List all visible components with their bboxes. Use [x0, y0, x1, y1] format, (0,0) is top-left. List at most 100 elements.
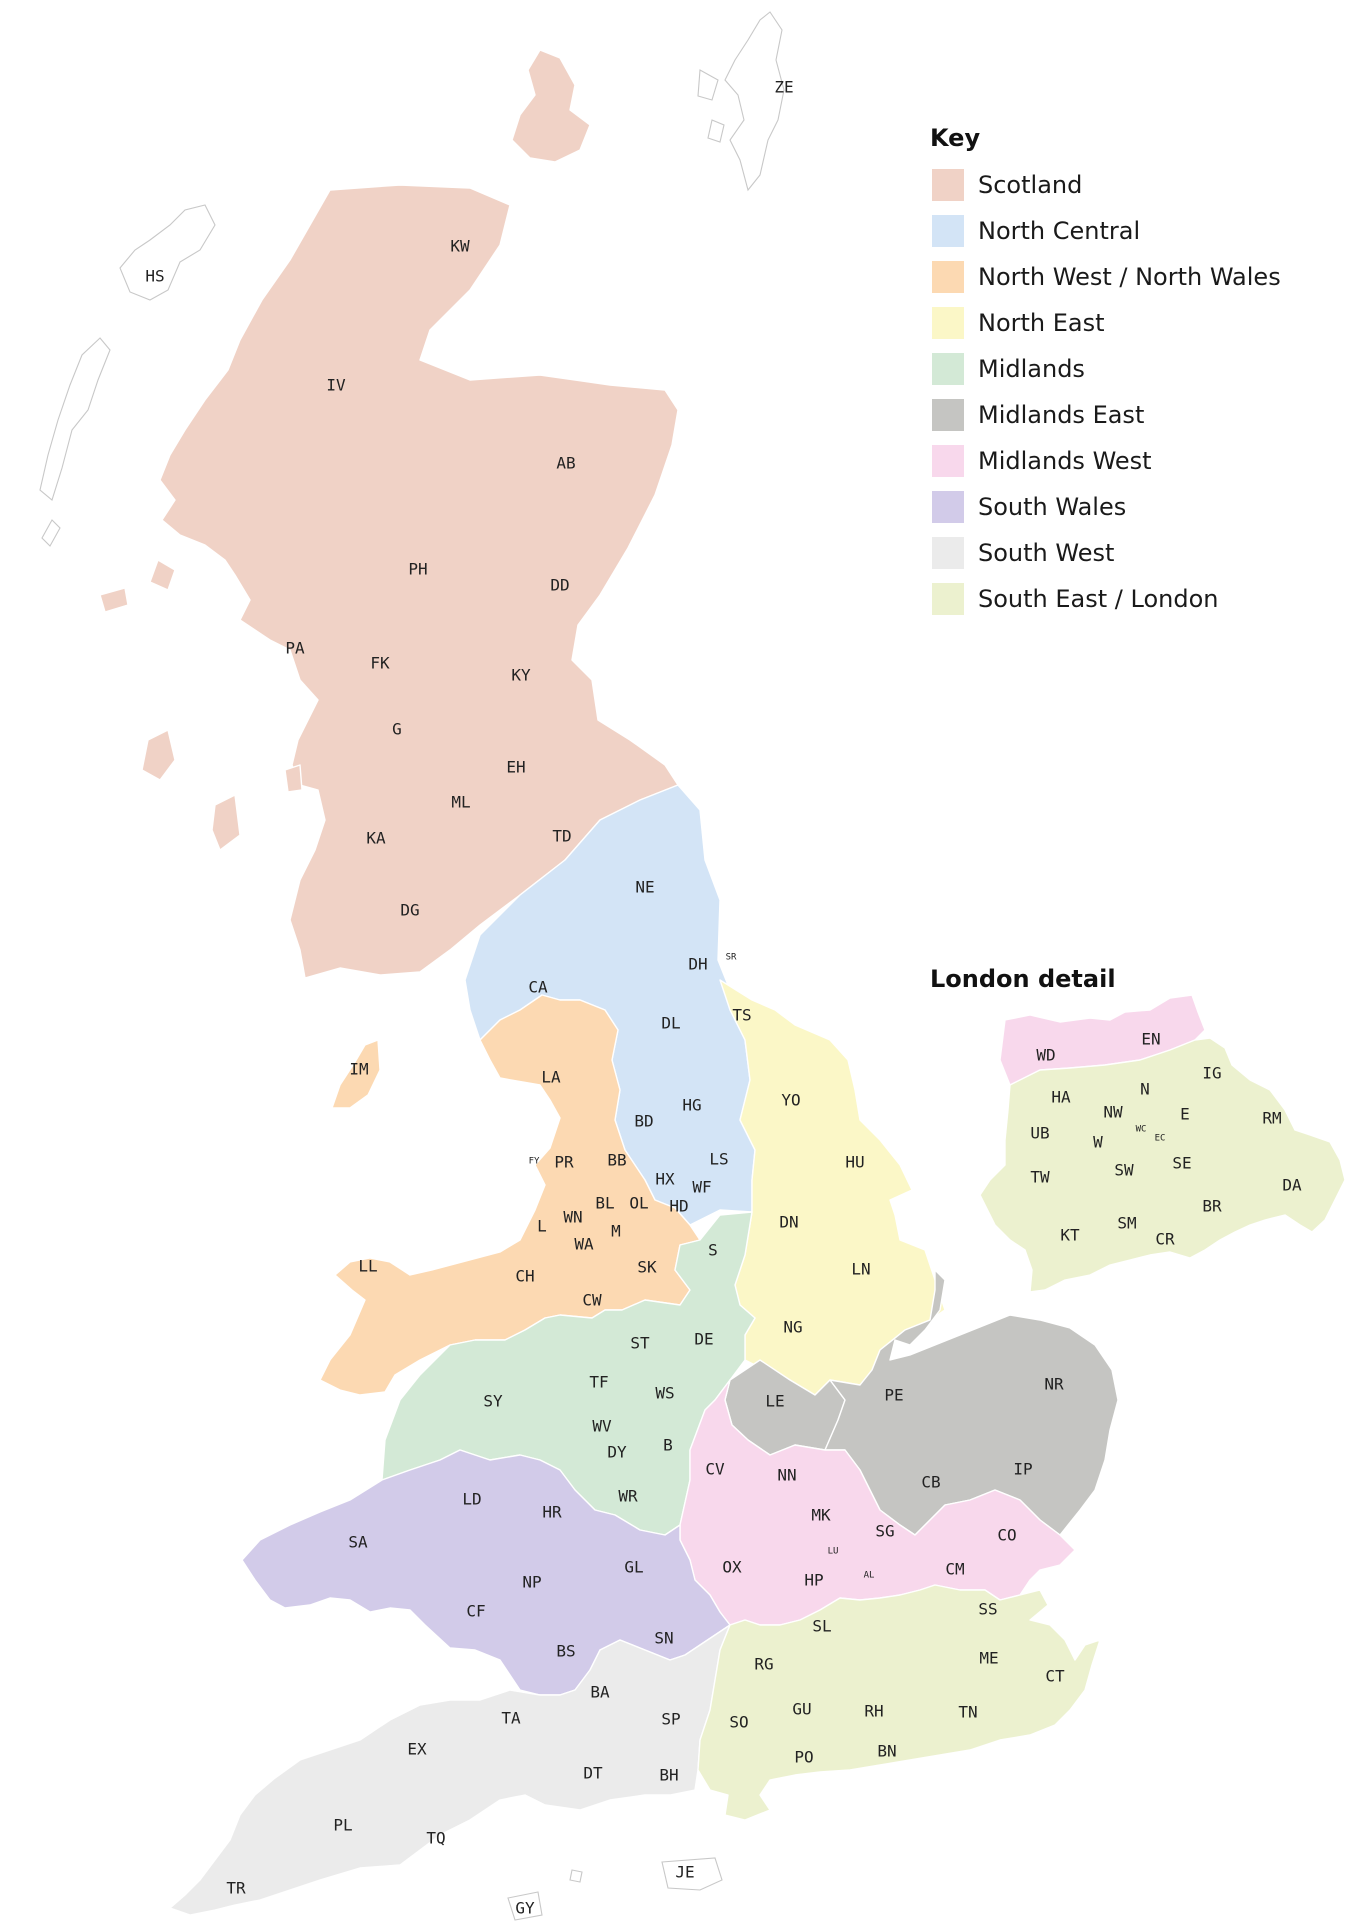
postcode-label-yo: YO — [781, 1091, 800, 1110]
postcode-label-se: SE — [1172, 1154, 1191, 1173]
postcode-label-br: BR — [1202, 1197, 1222, 1216]
scotland-mainland — [159, 184, 679, 979]
postcode-label-ip: IP — [1013, 1460, 1032, 1479]
postcode-label-ct: CT — [1045, 1667, 1065, 1686]
postcode-label-im: IM — [349, 1060, 368, 1079]
postcode-label-sy: SY — [483, 1392, 503, 1411]
postcode-label-ec: EC — [1155, 1134, 1166, 1144]
postcode-label-hx: HX — [655, 1170, 675, 1189]
postcode-label-ex: EX — [407, 1740, 427, 1759]
postcode-label-hg: HG — [682, 1096, 701, 1115]
postcode-label-hu: HU — [845, 1153, 864, 1172]
postcode-label-iv: IV — [326, 376, 346, 395]
postcode-label-sp: SP — [661, 1710, 680, 1729]
london-detail-title: London detail — [930, 965, 1116, 993]
postcode-label-cm: CM — [945, 1560, 964, 1579]
postcode-label-kw: KW — [450, 237, 470, 256]
postcode-label-wv: WV — [592, 1417, 612, 1436]
region-midlands-east — [724, 1269, 1119, 1536]
postcode-label-hr: HR — [542, 1503, 562, 1522]
postcode-label-ab: AB — [556, 454, 575, 473]
postcode-label-gu: GU — [792, 1700, 811, 1719]
postcode-label-bs: BS — [556, 1642, 575, 1661]
postcode-label-pa: PA — [285, 639, 305, 658]
south-east-area — [697, 1584, 1101, 1821]
postcode-label-hp: HP — [804, 1571, 823, 1590]
postcode-label-pr: PR — [554, 1153, 574, 1172]
postcode-label-dn: DN — [779, 1213, 798, 1232]
postcode-label-cv: CV — [705, 1460, 725, 1479]
postcode-label-dy: DY — [607, 1443, 627, 1462]
legend-label: Midlands East — [978, 401, 1144, 429]
region-south-east-london — [697, 1584, 1101, 1821]
postcode-label-sg: SG — [875, 1522, 894, 1541]
postcode-label-nw: NW — [1103, 1103, 1123, 1122]
postcode-label-eh: EH — [506, 758, 525, 777]
postcode-label-sk: SK — [637, 1258, 657, 1277]
postcode-label-sa: SA — [348, 1533, 368, 1552]
postcode-label-wa: WA — [574, 1235, 594, 1254]
postcode-label-sr: SR — [726, 953, 737, 963]
postcode-label-fy: FY — [529, 1157, 540, 1167]
postcode-label-tw: TW — [1030, 1168, 1050, 1187]
postcode-label-lu: LU — [828, 1547, 839, 1557]
region-scotland — [99, 49, 679, 979]
postcode-label-dd: DD — [550, 576, 569, 595]
postcode-label-ca: CA — [528, 978, 548, 997]
postcode-label-sn: SN — [654, 1629, 673, 1648]
isle-of-man — [331, 1039, 381, 1109]
postcode-label-m: M — [611, 1222, 621, 1241]
postcode-label-ln: LN — [851, 1260, 870, 1279]
postcode-label-le: LE — [765, 1392, 784, 1411]
postcode-label-ss: SS — [978, 1600, 997, 1619]
postcode-label-pl: PL — [333, 1816, 352, 1835]
legend-swatch — [932, 215, 964, 247]
postcode-label-rh: RH — [864, 1702, 883, 1721]
postcode-label-cb: CB — [921, 1473, 940, 1492]
legend-label: South West — [978, 539, 1114, 567]
legend-label: North West / North Wales — [978, 263, 1281, 291]
postcode-label-nn: NN — [777, 1466, 796, 1485]
postcode-label-ox: OX — [722, 1558, 742, 1577]
postcode-label-ol: OL — [629, 1194, 648, 1213]
postcode-label-ze: ZE — [774, 78, 793, 97]
postcode-label-ta: TA — [501, 1709, 521, 1728]
postcode-label-hd: HD — [669, 1197, 688, 1216]
postcode-label-ls: LS — [709, 1150, 728, 1169]
postcode-label-gy: GY — [515, 1899, 535, 1918]
shetland-outline — [724, 11, 785, 192]
postcode-label-de: DE — [694, 1330, 713, 1349]
legend-swatch — [932, 537, 964, 569]
postcode-label-wn: WN — [563, 1208, 582, 1227]
postcode-label-ch: CH — [515, 1267, 534, 1286]
postcode-label-ph: PH — [408, 560, 427, 579]
postcode-label-tq: TQ — [426, 1829, 445, 1848]
jersey-outline — [661, 1857, 723, 1891]
postcode-label-bl: BL — [595, 1194, 614, 1213]
postcode-label-rg: RG — [754, 1655, 773, 1674]
postcode-label-dh: DH — [688, 955, 707, 974]
postcode-label-st: ST — [630, 1334, 650, 1353]
postcode-label-wc: WC — [1136, 1125, 1147, 1135]
outline-islands — [39, 11, 785, 1921]
postcode-label-ne: NE — [635, 878, 654, 897]
postcode-label-nr: NR — [1044, 1375, 1064, 1394]
postcode-label-sl: SL — [812, 1617, 831, 1636]
outer-hebrides-outline — [119, 204, 216, 301]
south-west-area — [169, 1624, 731, 1916]
legend-swatch — [932, 307, 964, 339]
london-detail: London detail — [930, 965, 1346, 1293]
postcode-label-wf: WF — [692, 1178, 711, 1197]
postcode-label-ba: BA — [590, 1683, 610, 1702]
postcode-label-tr: TR — [226, 1879, 246, 1898]
postcode-label-ld: LD — [462, 1490, 481, 1509]
postcode-label-en: EN — [1141, 1030, 1160, 1049]
legend-swatch — [932, 491, 964, 523]
postcode-label-me: ME — [979, 1649, 998, 1668]
postcode-label-cf: CF — [466, 1602, 485, 1621]
legend-label: Scotland — [978, 171, 1082, 199]
postcode-label-bn: BN — [877, 1742, 896, 1761]
postcode-label-ka: KA — [366, 829, 386, 848]
